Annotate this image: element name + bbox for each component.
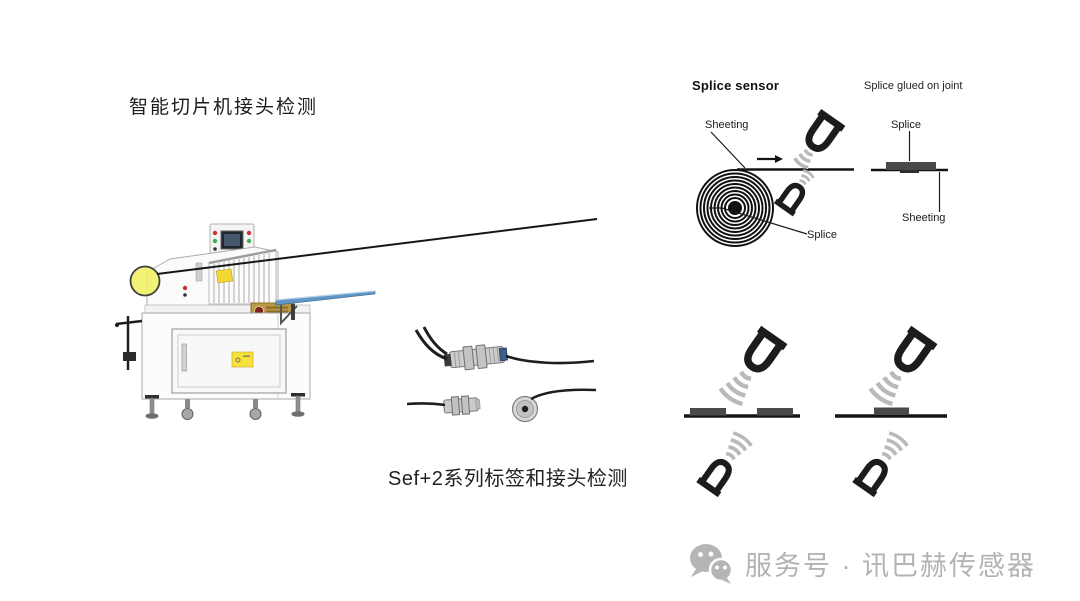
upper-sensor-icon <box>717 326 787 407</box>
glued-joint-schematic <box>871 131 948 212</box>
wechat-icon <box>690 544 734 584</box>
machine-detection-heading: 智能切片机接头检测 <box>129 97 319 118</box>
sensor-cable <box>422 326 448 356</box>
wechat-service-badge: 服务号 · 讯巴赫传感器 <box>686 540 1036 586</box>
upper-sensor-icon <box>867 326 937 407</box>
splice-label-right: Splice <box>891 119 921 131</box>
splice-patch <box>874 407 909 415</box>
sheeting-roll <box>696 169 774 247</box>
callout-pointer-line <box>156 218 598 275</box>
splice-sensor-schematic <box>696 109 854 247</box>
small-barrel-sensor-photo <box>443 395 481 416</box>
label-patch <box>757 408 793 416</box>
splice-patch <box>886 162 936 170</box>
label-gap-detection-diagram <box>684 326 800 497</box>
splice-sensor-title: Splice sensor <box>692 78 780 93</box>
sensor-product-photos <box>406 326 597 423</box>
label-patch <box>690 408 726 416</box>
lower-sensor-icon <box>696 429 755 497</box>
sensor-location-highlight-circle <box>129 265 161 297</box>
sensor-cable <box>414 329 448 361</box>
series-caption: Sef+2系列标签和接头检测 <box>388 468 628 490</box>
sensor-cable <box>406 402 446 407</box>
warning-label <box>215 268 234 284</box>
lower-sensor-icon <box>774 167 816 216</box>
glued-joint-title: Splice glued on joint <box>864 80 963 92</box>
lower-sensor-icon <box>852 429 911 497</box>
machine-feet <box>145 393 305 420</box>
sensor-cable <box>505 354 595 365</box>
door-warning-sticker <box>231 351 254 368</box>
outfeed-tray <box>275 290 376 326</box>
splice-label-left: Splice <box>807 229 837 241</box>
slicing-machine-illustration <box>115 223 376 420</box>
tubular-sensor-pair-photo <box>443 344 509 371</box>
splice-detection-diagram <box>835 326 947 497</box>
sheeting-label-left: Sheeting <box>705 119 749 131</box>
wechat-account-text: 服务号 · 讯巴赫传感器 <box>745 550 1036 581</box>
sheeting-label-right: Sheeting <box>902 212 946 224</box>
splice-pointer-line <box>709 207 808 235</box>
cabinet-door <box>171 328 287 394</box>
round-head-sensor-photo <box>511 395 539 423</box>
sensor-cable <box>530 388 597 401</box>
machine-side-lever <box>115 316 143 370</box>
door-handle <box>181 343 187 372</box>
sheeting-pointer-line <box>710 131 746 169</box>
motion-arrow <box>757 155 783 163</box>
upper-sensor-icon <box>791 109 845 171</box>
